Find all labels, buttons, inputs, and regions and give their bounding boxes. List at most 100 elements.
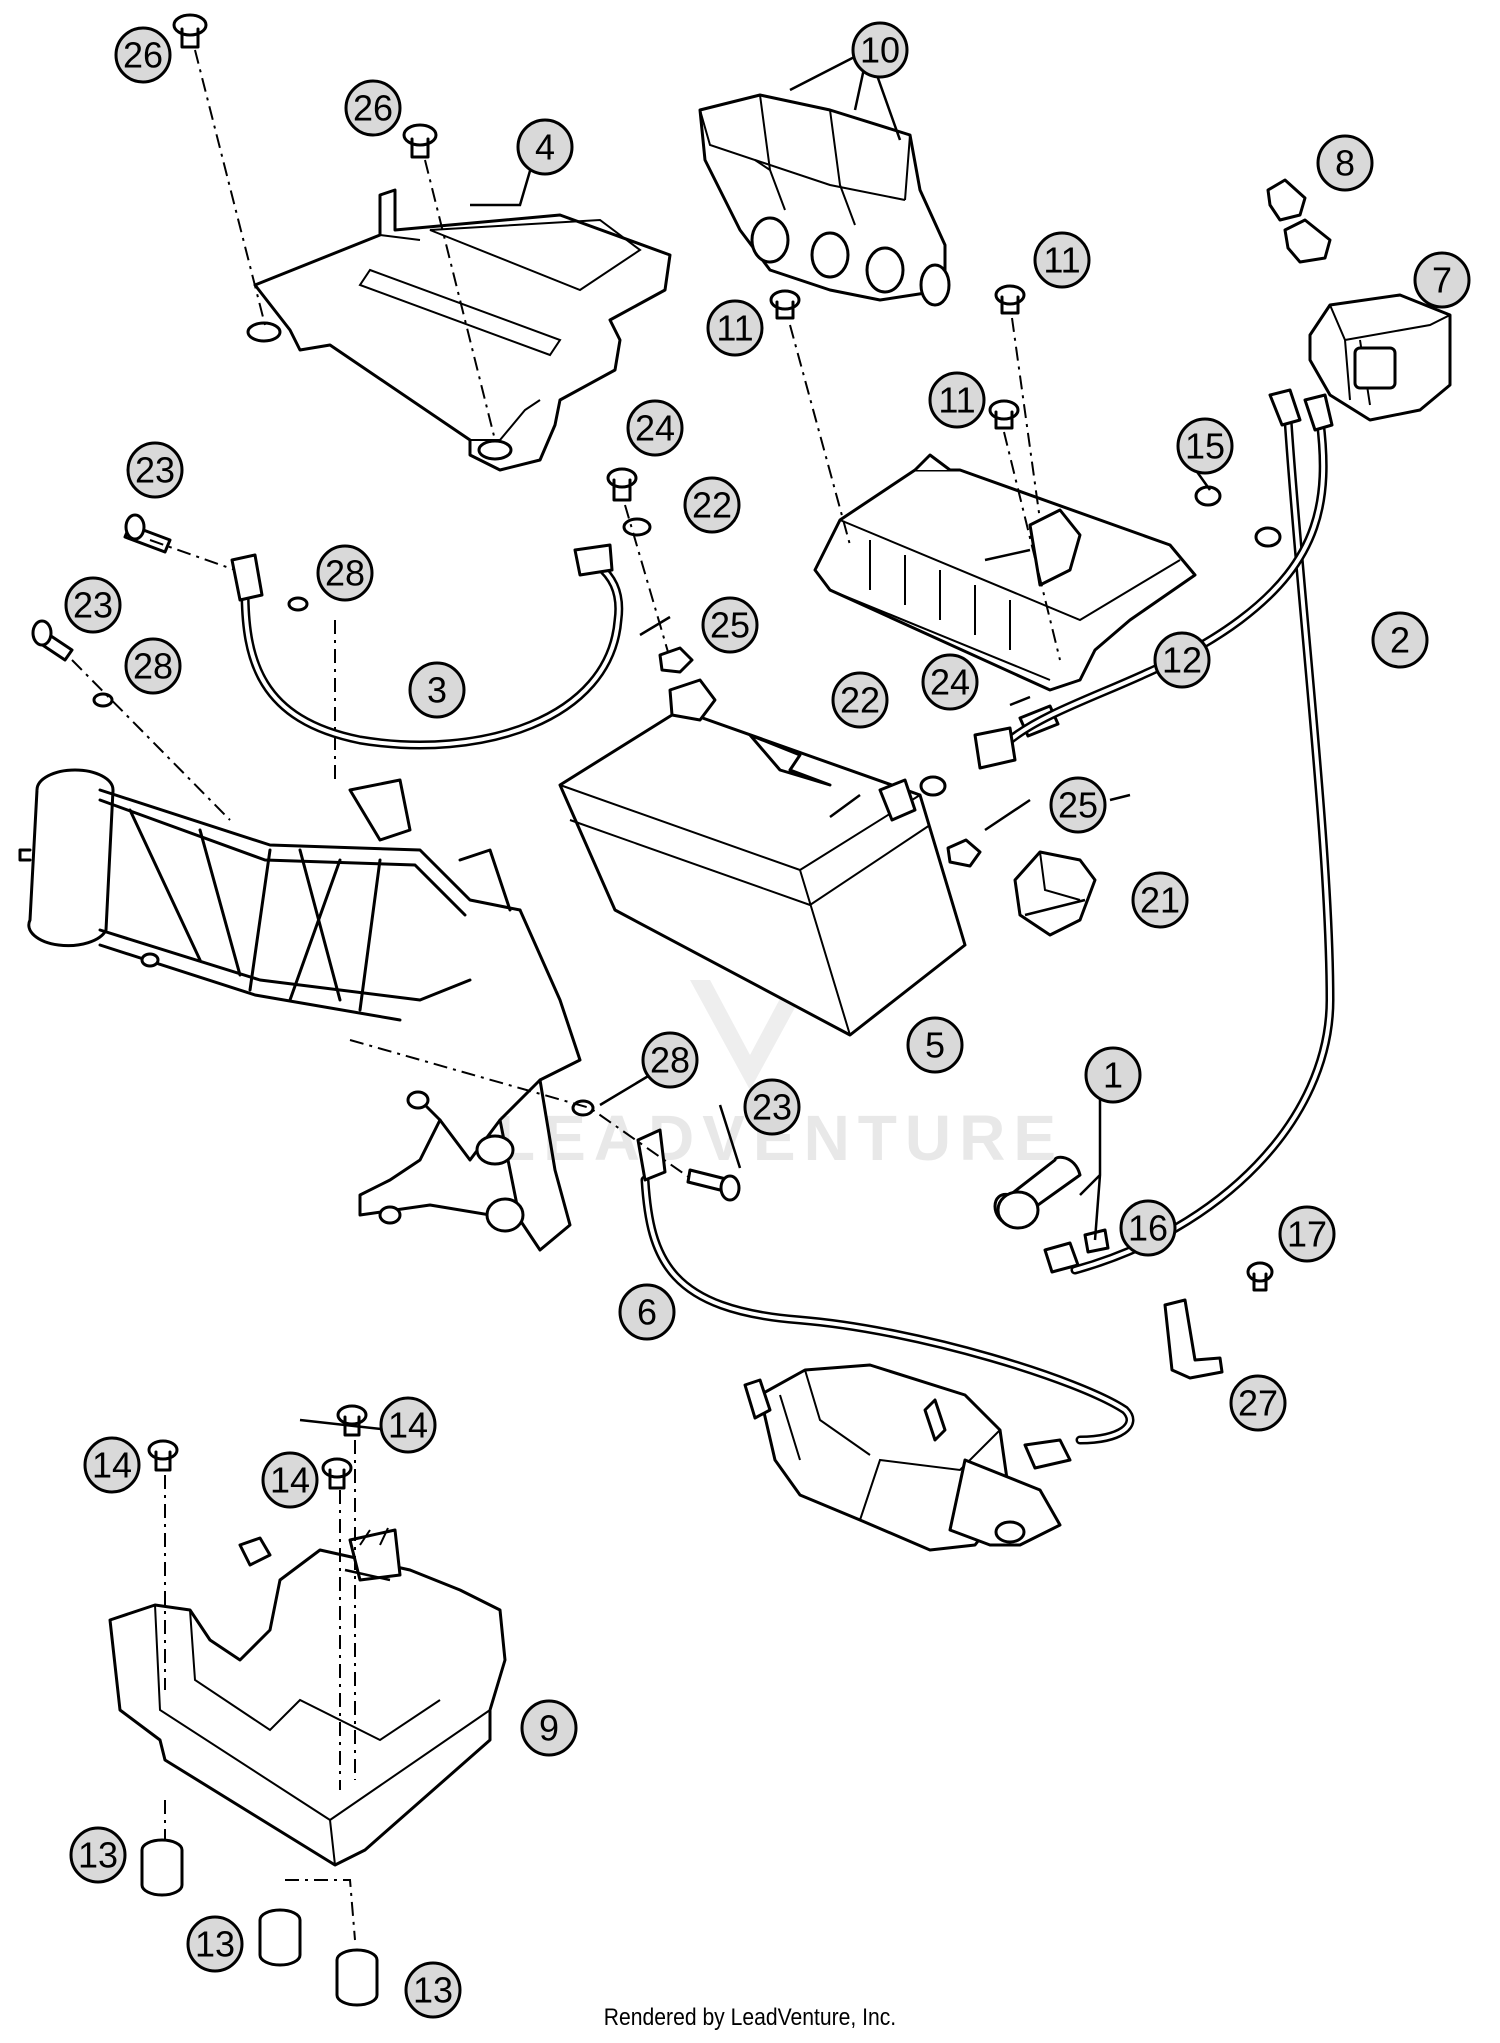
screws [147,13,1282,1490]
callout-13c: 13 [404,1961,462,2019]
svg-text:9: 9 [539,1708,559,1749]
callout-24a: 24 [626,399,684,457]
svg-text:24: 24 [635,408,675,449]
svg-text:28: 28 [650,1040,690,1081]
callout-8: 8 [1316,134,1374,192]
svg-text:16: 16 [1128,1208,1168,1249]
svg-text:13: 13 [195,1924,235,1965]
svg-text:22: 22 [840,680,880,721]
svg-text:14: 14 [92,1445,132,1486]
callout-24b: 24 [921,653,979,711]
callout-25a: 25 [701,596,759,654]
callout-6: 6 [618,1283,676,1341]
svg-text:21: 21 [1140,880,1180,921]
callout-22a: 22 [683,476,741,534]
svg-text:17: 17 [1287,1214,1327,1255]
svg-text:25: 25 [710,605,750,646]
battery-cover [813,453,1197,692]
svg-text:25: 25 [1058,785,1098,826]
callout-11b: 11 [706,299,764,357]
battery [558,678,967,1037]
fuses [1266,178,1332,264]
callout-11a: 11 [1033,231,1091,289]
svg-text:23: 23 [73,585,113,626]
svg-text:2: 2 [1390,620,1410,661]
callout-26b: 26 [344,79,402,137]
svg-text:11: 11 [1043,240,1080,281]
callout-1: 1 [1084,1046,1142,1104]
callout-23b: 23 [64,576,122,634]
callout-23c: 23 [743,1078,801,1136]
callout-22b: 22 [831,671,889,729]
bolts [31,513,741,1202]
svg-text:27: 27 [1238,1383,1278,1424]
ground-cable [230,543,624,750]
callout-14c: 14 [261,1451,319,1509]
svg-text:8: 8 [1335,143,1355,184]
svg-text:11: 11 [716,308,753,349]
svg-text:13: 13 [78,1835,118,1876]
callout-11c: 11 [928,371,986,429]
assembly-lines [71,49,1061,1941]
footer-credit: Rendered by LeadVenture, Inc. [603,2004,897,2031]
callout-12: 12 [1153,631,1211,689]
callout-13b: 13 [186,1915,244,1973]
callout-17: 17 [1278,1205,1336,1263]
svg-text:14: 14 [270,1460,310,1501]
callout-21: 21 [1131,871,1189,929]
callout-27: 27 [1229,1374,1287,1432]
svg-text:1: 1 [1103,1055,1123,1096]
callout-26a: 26 [114,26,172,84]
svg-text:10: 10 [860,30,900,71]
callout-5: 5 [906,1016,964,1074]
svg-text:23: 23 [135,450,175,491]
callout-28b: 28 [124,637,182,695]
callout-10: 10 [851,21,909,79]
svg-text:12: 12 [1162,640,1202,681]
rubber-mounts [140,1838,379,2007]
callout-13a: 13 [69,1826,127,1884]
callout-2: 2 [1371,611,1429,669]
frame [18,768,582,1252]
callout-14b: 14 [379,1396,437,1454]
svg-text:22: 22 [692,485,732,526]
bracket-plate [246,188,672,472]
starter-cable [636,1128,1135,1470]
callout-23a: 23 [126,441,184,499]
washers-nuts [92,517,982,1117]
svg-text:4: 4 [535,127,555,168]
callout-28a: 28 [316,544,374,602]
callout-25b: 25 [1049,776,1107,834]
svg-text:26: 26 [123,35,163,76]
svg-text:23: 23 [752,1087,792,1128]
bracket-clip [1163,1298,1224,1380]
callout-9: 9 [520,1699,578,1757]
svg-text:14: 14 [388,1405,428,1446]
svg-text:5: 5 [925,1025,945,1066]
cable-terminal [1043,1228,1110,1274]
callout-15: 15 [1176,417,1234,475]
battery-cables [973,388,1335,1275]
svg-text:13: 13 [413,1970,453,2011]
terminal-boot [993,1155,1082,1230]
terminal-cover [1013,850,1097,937]
callout-16: 16 [1119,1199,1177,1257]
starter-relay [1308,293,1452,422]
svg-text:7: 7 [1432,260,1452,301]
callout-4: 4 [516,118,574,176]
callout-14a: 14 [83,1436,141,1494]
callout-3: 3 [408,661,466,719]
callout-28c: 28 [641,1031,699,1089]
svg-text:6: 6 [637,1292,657,1333]
callout-7: 7 [1413,251,1471,309]
relay-block [698,93,951,307]
svg-text:11: 11 [938,380,975,421]
svg-text:3: 3 [427,670,447,711]
svg-text:15: 15 [1185,426,1225,467]
battery-tray [108,1527,507,1867]
svg-text:26: 26 [353,88,393,129]
starter-motor [743,1363,1062,1552]
svg-text:28: 28 [133,646,173,687]
svg-text:28: 28 [325,553,365,594]
